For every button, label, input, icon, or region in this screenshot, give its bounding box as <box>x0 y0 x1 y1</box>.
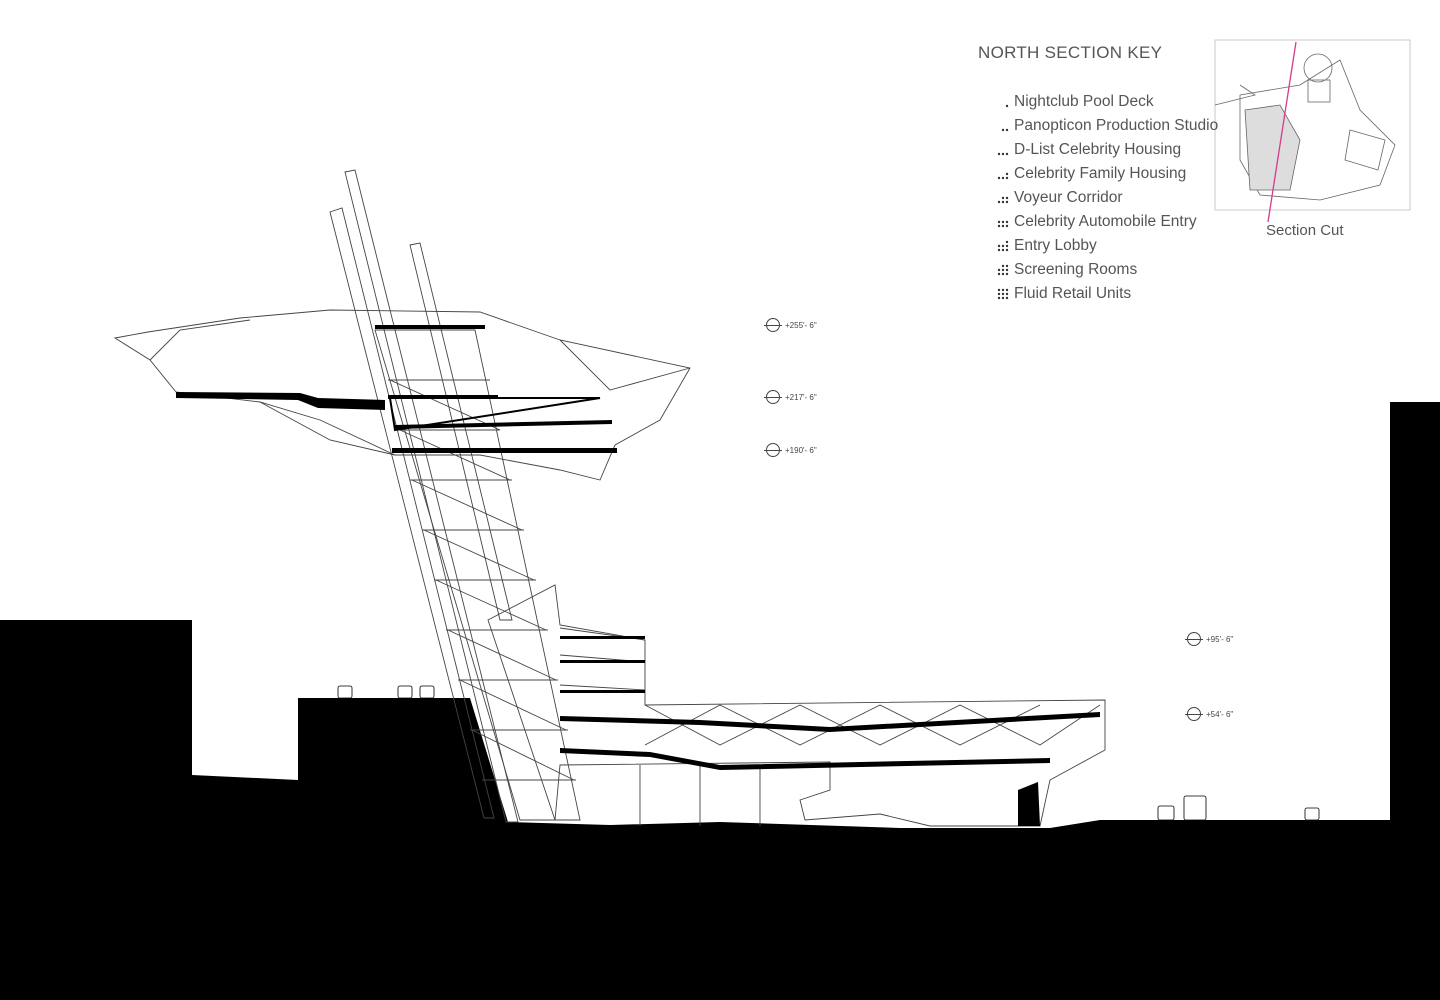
braille-dot-icon <box>995 96 1009 108</box>
lower-building <box>487 584 1106 827</box>
elevation-marker: +217'- 6" <box>764 390 817 404</box>
braille-dot-icon <box>995 216 1009 228</box>
section-key-item: Celebrity Family Housing <box>995 162 1218 186</box>
section-key-label: Screening Rooms <box>1014 261 1138 278</box>
section-key-item: Panopticon Production Studio <box>995 114 1218 138</box>
braille-dot-icon <box>995 192 1009 204</box>
braille-dot-icon <box>995 264 1009 276</box>
elevation-datum-icon <box>1185 707 1203 721</box>
section-key-label: Celebrity Automobile Entry <box>1014 213 1197 230</box>
section-key-item: Entry Lobby <box>995 234 1218 258</box>
elevation-marker: +95'- 6" <box>1185 632 1234 646</box>
section-key-label: Voyeur Corridor <box>1014 189 1123 206</box>
elevation-marker: +255'- 6" <box>764 318 817 332</box>
braille-dot-icon <box>995 120 1009 132</box>
section-key-label: Nightclub Pool Deck <box>1014 93 1154 110</box>
braille-dot-icon <box>995 144 1009 156</box>
section-cut-label: Section Cut <box>1266 222 1344 239</box>
elevation-marker: +190'- 6" <box>764 443 817 457</box>
elevation-datum-icon <box>764 390 782 404</box>
ground-mass <box>0 402 1440 1000</box>
section-key-item: Celebrity Automobile Entry <box>995 210 1218 234</box>
street-vehicles <box>337 685 1320 821</box>
section-key-label: D-List Celebrity Housing <box>1014 141 1182 158</box>
section-key-title: NORTH SECTION KEY <box>978 43 1163 62</box>
elevation-label: +95'- 6" <box>1206 634 1234 644</box>
key-plan <box>1214 39 1411 211</box>
section-key-item: Voyeur Corridor <box>995 186 1218 210</box>
elevation-label: +190'- 6" <box>785 445 817 455</box>
section-cut-line <box>1267 41 1297 223</box>
upper-floor-slabs <box>176 325 617 453</box>
elevation-marker: +54'- 6" <box>1185 707 1234 721</box>
section-key-item: Screening Rooms <box>995 258 1218 282</box>
braille-dot-icon <box>995 168 1009 180</box>
elevation-label: +54'- 6" <box>1206 709 1234 719</box>
section-key-label: Celebrity Family Housing <box>1014 165 1187 182</box>
elevation-label: +255'- 6" <box>785 320 817 330</box>
lower-floor-slabs <box>560 636 1100 826</box>
section-key-item: Nightclub Pool Deck <box>995 90 1218 114</box>
section-key-label: Panopticon Production Studio <box>1014 117 1219 134</box>
braille-dot-icon <box>995 288 1009 300</box>
section-key-item: D-List Celebrity Housing <box>995 138 1218 162</box>
elevation-datum-icon <box>1185 632 1203 646</box>
upper-decks <box>113 309 691 481</box>
braille-dot-icon <box>995 240 1009 252</box>
elevation-label: +217'- 6" <box>785 392 817 402</box>
section-key-label: Fluid Retail Units <box>1014 285 1132 302</box>
structural-mast <box>329 169 581 823</box>
elevation-datum-icon <box>764 443 782 457</box>
elevation-datum-icon <box>764 318 782 332</box>
section-key-label: Entry Lobby <box>1014 237 1097 254</box>
section-key-item: Fluid Retail Units <box>995 282 1218 306</box>
